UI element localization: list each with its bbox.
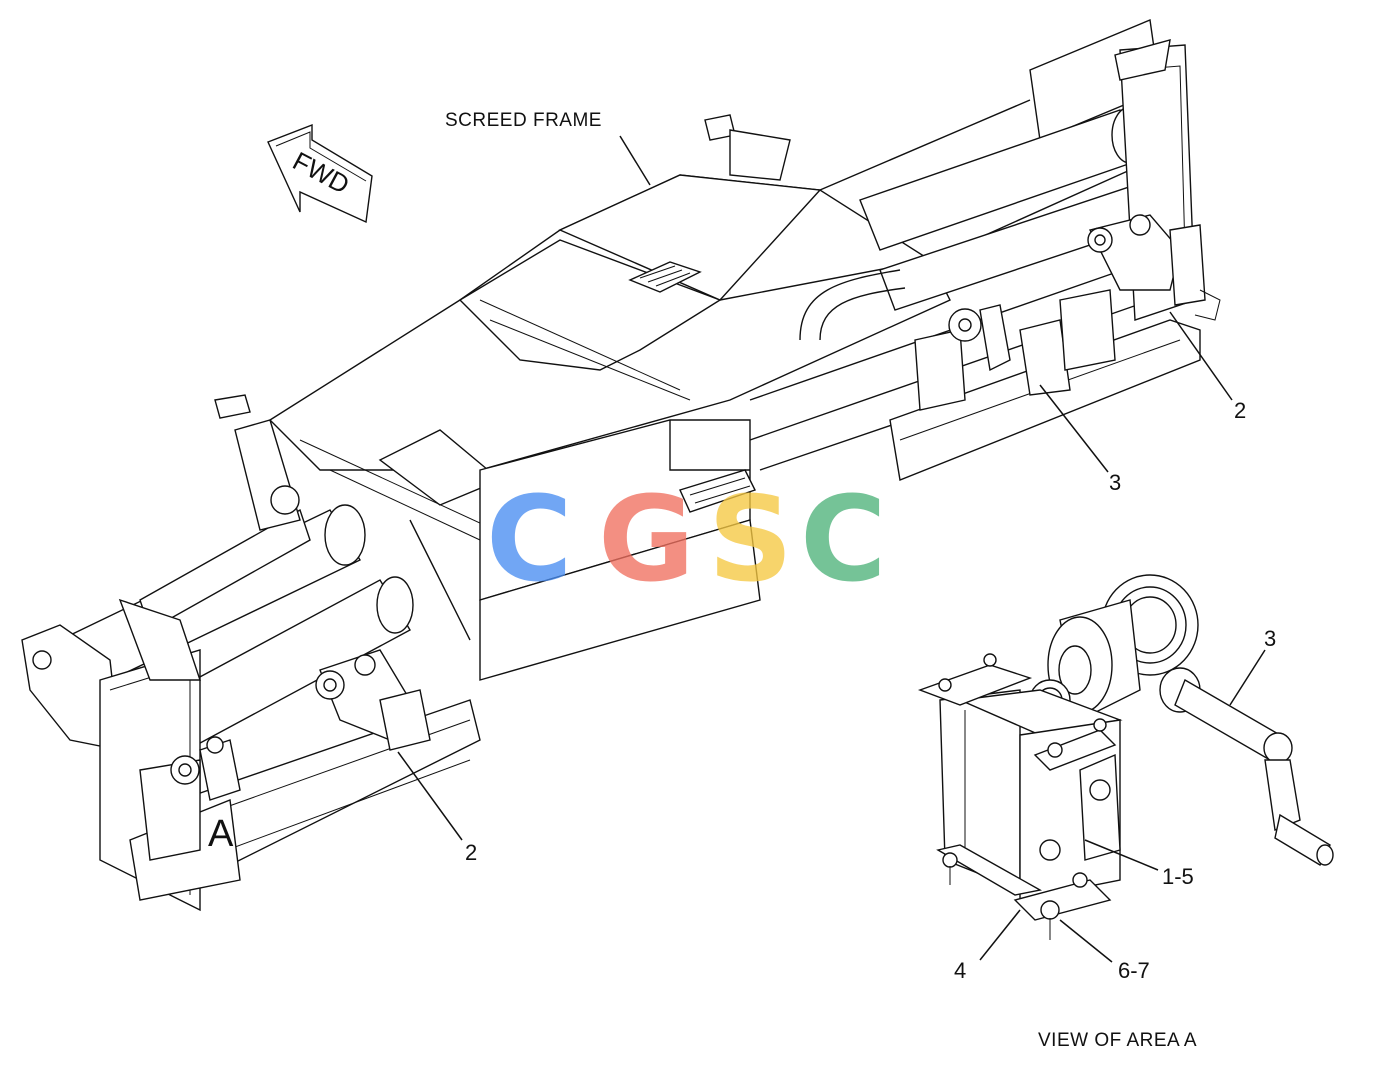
watermark-letter-c: C bbox=[486, 470, 573, 608]
right-crank-assembly bbox=[914, 289, 1116, 411]
callout-right-3: 3 bbox=[1109, 470, 1122, 495]
callout-detail-1-5: 1-5 bbox=[1162, 864, 1194, 889]
left-crank-assembly bbox=[139, 736, 241, 861]
screed-frame-label: SCREED FRAME bbox=[445, 110, 602, 131]
fwd-arrow-icon: FWD bbox=[267, 123, 373, 224]
leader-lines bbox=[397, 135, 1266, 963]
top-fittings bbox=[214, 39, 1171, 419]
callout-detail-6-7: 6-7 bbox=[1118, 958, 1150, 983]
watermark-letter-c2: C bbox=[800, 470, 887, 608]
callout-detail-3: 3 bbox=[1264, 626, 1277, 651]
watermark-letter-g: G bbox=[598, 470, 695, 608]
screed-frame-body bbox=[21, 19, 1201, 912]
callout-detail-4: 4 bbox=[954, 958, 967, 983]
detail-view-area-a bbox=[917, 574, 1334, 940]
area-a-marker: A bbox=[208, 813, 234, 855]
watermark-letter-s: S bbox=[708, 470, 793, 608]
callout-right-2: 2 bbox=[1234, 398, 1247, 423]
view-of-area-a-caption: VIEW OF AREA A bbox=[1038, 1030, 1198, 1051]
left-gear-cluster bbox=[315, 649, 431, 751]
right-gear-cluster bbox=[1087, 214, 1221, 321]
callout-left-2: 2 bbox=[465, 840, 478, 865]
